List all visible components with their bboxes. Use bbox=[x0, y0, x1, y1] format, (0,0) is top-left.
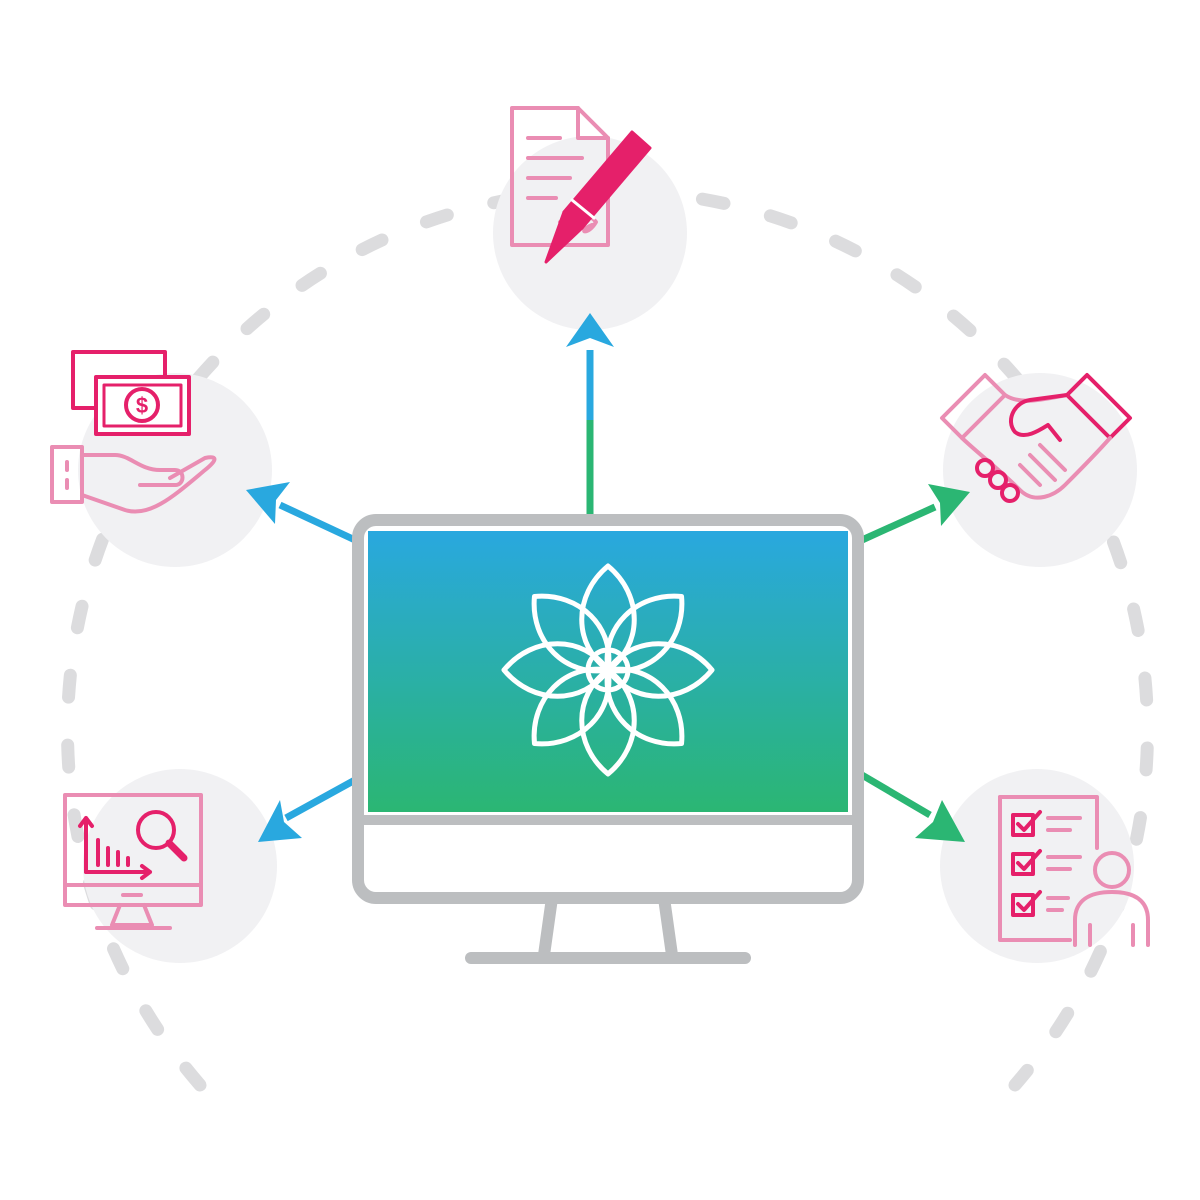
monitor-stand bbox=[538, 897, 678, 956]
arrow-upper-right bbox=[860, 503, 937, 544]
signed-document-icon bbox=[510, 106, 652, 264]
arrow-lower-right-head bbox=[915, 800, 965, 842]
arrow-upper-right-head bbox=[928, 484, 970, 526]
desktop-monitor-icon bbox=[352, 514, 864, 964]
node-circle-lower-left bbox=[83, 769, 277, 963]
handshake-icon bbox=[940, 373, 1132, 503]
arrows bbox=[246, 313, 970, 842]
dollar-sign: $ bbox=[136, 393, 148, 418]
arrow-lower-left-head bbox=[258, 800, 302, 842]
node-circle-upper-right bbox=[943, 373, 1137, 567]
node-circle-top bbox=[493, 136, 687, 330]
arrow-top-head bbox=[566, 313, 614, 347]
money-in-hand-icon: $ bbox=[50, 350, 217, 514]
node-circle-lower-right bbox=[940, 769, 1134, 963]
analytics-monitor-icon bbox=[63, 793, 203, 930]
arrow-lower-left bbox=[284, 776, 357, 822]
flower-logo-icon bbox=[501, 563, 715, 777]
arrow-upper-left bbox=[278, 501, 357, 544]
arrow-upper-left-head bbox=[246, 482, 290, 524]
checklist-person-icon bbox=[998, 795, 1150, 947]
arrow-lower-right bbox=[860, 771, 932, 819]
